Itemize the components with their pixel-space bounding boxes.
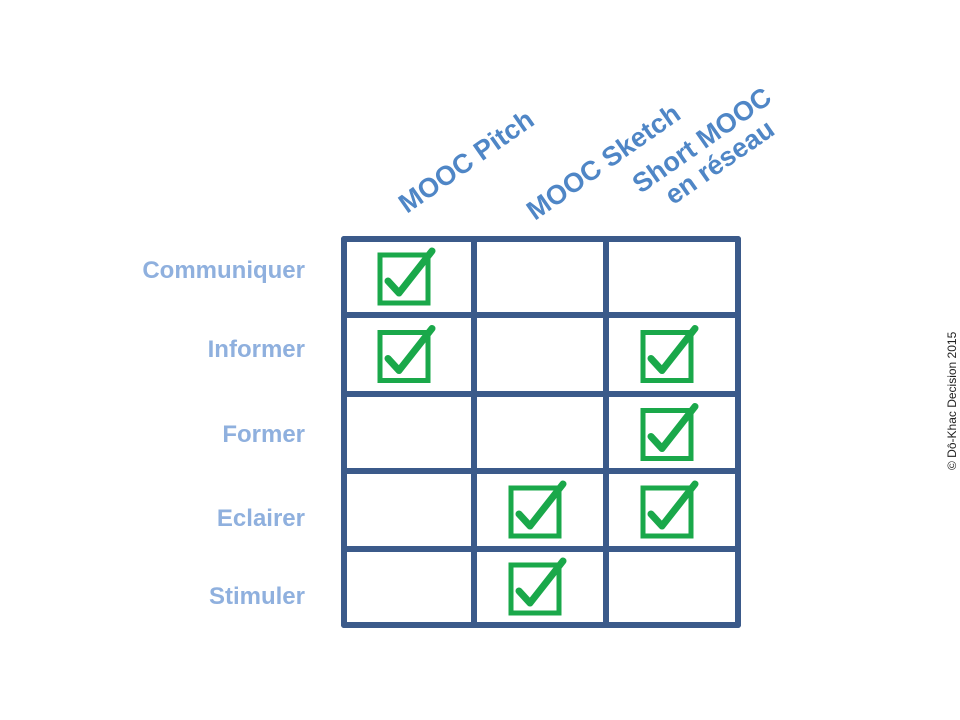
checkbox-checked-icon <box>508 557 567 616</box>
row-label-stimuler: Stimuler <box>208 583 305 610</box>
checkbox-checked-icon <box>640 403 699 461</box>
checkmarks <box>377 247 699 616</box>
grid-lines <box>341 236 741 628</box>
checkbox-checked-icon <box>508 480 567 539</box>
checkbox-checked-icon <box>640 480 699 539</box>
checkbox-checked-icon <box>640 325 699 383</box>
row-label-informer: Informer <box>207 336 305 363</box>
checkbox-checked-icon <box>377 325 436 383</box>
checkbox-checked-icon <box>377 247 436 306</box>
row-label-eclairer: Eclairer <box>216 505 305 532</box>
copyright-notice: © Dô-Khac Decision 2015 <box>945 331 959 470</box>
row-label-communiquer: Communiquer <box>142 257 305 284</box>
row-label-former: Former <box>222 421 305 448</box>
